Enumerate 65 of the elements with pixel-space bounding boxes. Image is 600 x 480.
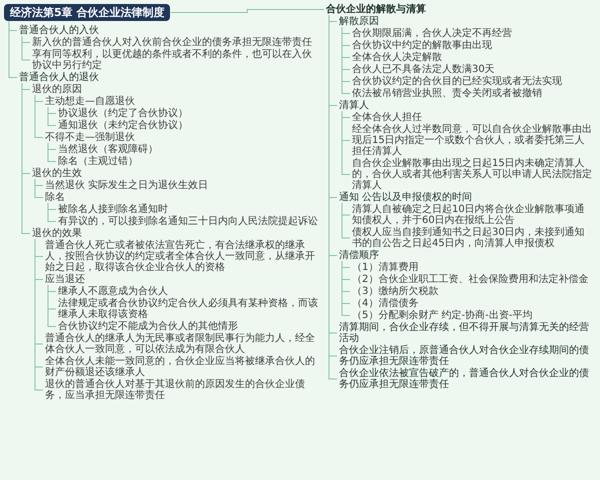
topic-label: 新入伙的普通合伙人对入伙前合伙企业的债务承担无限连带责任 <box>30 37 314 48</box>
topic-label: 自合伙企业解散事由出现之日起15日内未确定清算人的，合伙人或者其他利害关系人可以申请人民法院指定清算人 <box>350 158 596 191</box>
topic-label: （2）合伙企业职工工资、社会保险费用和法定补偿金 <box>350 274 590 285</box>
topic-label: （5）分配剩余财产 约定-协商-出资-平均 <box>350 310 534 321</box>
topic-label: 法律规定或者合伙协议约定合伙人必须具有某种资格，而该继承人未取得该资格 <box>56 298 320 320</box>
topic-label: 合伙协议中约定的解散事由出现 <box>350 40 494 51</box>
branch-line <box>170 9 324 13</box>
topic-label: 应当退还 <box>43 274 87 285</box>
branch-line <box>342 26 350 94</box>
branch-topic: 合伙企业注销后，原普通合伙人对合伙企业存续期间的债务仍应承担无限连带责任 <box>337 345 596 367</box>
topic-label: 主动想走—自愿退伙 <box>43 96 137 107</box>
topic-label: 退伙的效果 <box>30 228 84 239</box>
topic-label: 普通合伙人的继承人为无民事或者限制民事行为能力人，经全体合伙人一致同意，可以依法成为有限合伙人 <box>43 333 320 355</box>
central-topic: 经济法第5章 合伙企业法律制度 <box>4 4 170 21</box>
topic-label: 退伙的生效 <box>30 168 84 179</box>
branch-line <box>342 110 350 175</box>
branch-topic: 普通合伙人的入伙 <box>17 25 101 36</box>
topic-label: 当然退伙 实际发生之日为退伙生效日 <box>43 180 210 191</box>
topic-label: 合伙期限届满，合伙人决定不再经营 <box>350 28 514 39</box>
topic-label: 合伙人已不具备法定人数满30天 <box>350 64 497 75</box>
topic-label: 合伙协议约定的合伙目的已经实现或者无法实现 <box>350 76 564 87</box>
topic-label: 全体合伙人担任 <box>350 112 424 123</box>
branch-line <box>48 202 56 222</box>
branch-topic: 合伙企业依法被宣告破产的，普通合伙人对合伙企业的债务仍应承担无限连带责任 <box>337 368 596 390</box>
branch-line <box>48 106 56 126</box>
branch-topic: 清算人 <box>337 100 371 111</box>
branch-line <box>48 142 56 162</box>
branch-line <box>34 238 44 390</box>
topic-label: 经全体合伙人过半数同意，可以自合伙企业解散事由出现后15日内指定一个或数个合伙人，或者委托第三人担任清算人 <box>350 124 596 157</box>
topic-label: 当然退伙（客观障碍） <box>56 144 160 155</box>
branch-line <box>48 284 56 327</box>
branch-topic: 合伙企业的解散与清算 <box>324 4 428 15</box>
branch-line <box>342 260 350 316</box>
topic-label: （1）清算费用 <box>350 262 420 273</box>
topic-label: 退伙的原因 <box>30 84 84 95</box>
branch-line <box>22 36 30 60</box>
topic-label: 有异议的，可以接到除名通知三十日内向人民法院提起诉讼 <box>56 216 320 227</box>
topic-label: 全体合伙人决定解散 <box>350 52 444 63</box>
topic-label: 普通合伙人死亡或者被依法宣告死亡，有合法继承权的继承人，按照合伙协议的约定或者全体合伙人一致同意，从继承开始之日起，取得该合伙企业合伙人的资格 <box>43 240 320 273</box>
topic-label: 继承人不愿意成为合伙人 <box>56 286 170 297</box>
branch-line <box>8 20 18 78</box>
topic-label: （4）清偿债务 <box>350 298 420 309</box>
topic-label: 清算人自被确定之日起10日内将合伙企业解散事项通知债权人，并于60日内在报纸上公告 <box>350 204 596 226</box>
branch-topic: 清算期间，合伙企业存续，但不得开展与清算无关的经营活动 <box>337 322 596 344</box>
topic-label: 除名（主观过错） <box>56 156 140 167</box>
topic-label: 全体合伙人未能一致同意的，合伙企业应当将被继承合伙人的财产份额退还该继承人 <box>43 356 320 378</box>
topic-label: 通知退伙（未约定合伙协议） <box>56 120 190 131</box>
topic-label: 债权人应当自接到通知书之日起30日内，未接到通知书的自公告之日起45日内，向清算人申报债权 <box>350 227 596 249</box>
topic-label: 享有同等权利，以更优越的条件或者不利的条件，也可以在入伙协议中另行约定 <box>30 49 320 71</box>
topic-label: 合伙协议约定不能成为合伙人的其他情形 <box>56 321 240 332</box>
topic-label: 依法被吊销营业执照、责令关闭或者被撤销 <box>350 88 544 99</box>
branch-line <box>342 202 350 238</box>
branch-line <box>22 82 30 234</box>
topic-label: 退伙的普通合伙人对基于其退伙前的原因发生的合伙企业债务，应当承担无限连带责任 <box>43 379 320 401</box>
branch-topic: 普通合伙人的退伙 <box>17 72 101 83</box>
topic-label: 协议退伙（约定了合伙协议） <box>56 108 190 119</box>
topic-label: （3）缴纳所欠税款 <box>350 286 440 297</box>
branch-topic: 清偿顺序 <box>337 250 381 261</box>
topic-label: 除名 <box>43 192 67 203</box>
branch-topic: 通知 公告以及申报债权的时间 <box>337 192 474 203</box>
branch-line <box>34 94 44 138</box>
topic-label: 被除名人接到除名通知时 <box>56 204 170 215</box>
branch-line <box>34 178 44 198</box>
branch-topic: 解散原因 <box>337 16 381 27</box>
topic-label: 不得不走—强制退伙 <box>43 132 137 143</box>
